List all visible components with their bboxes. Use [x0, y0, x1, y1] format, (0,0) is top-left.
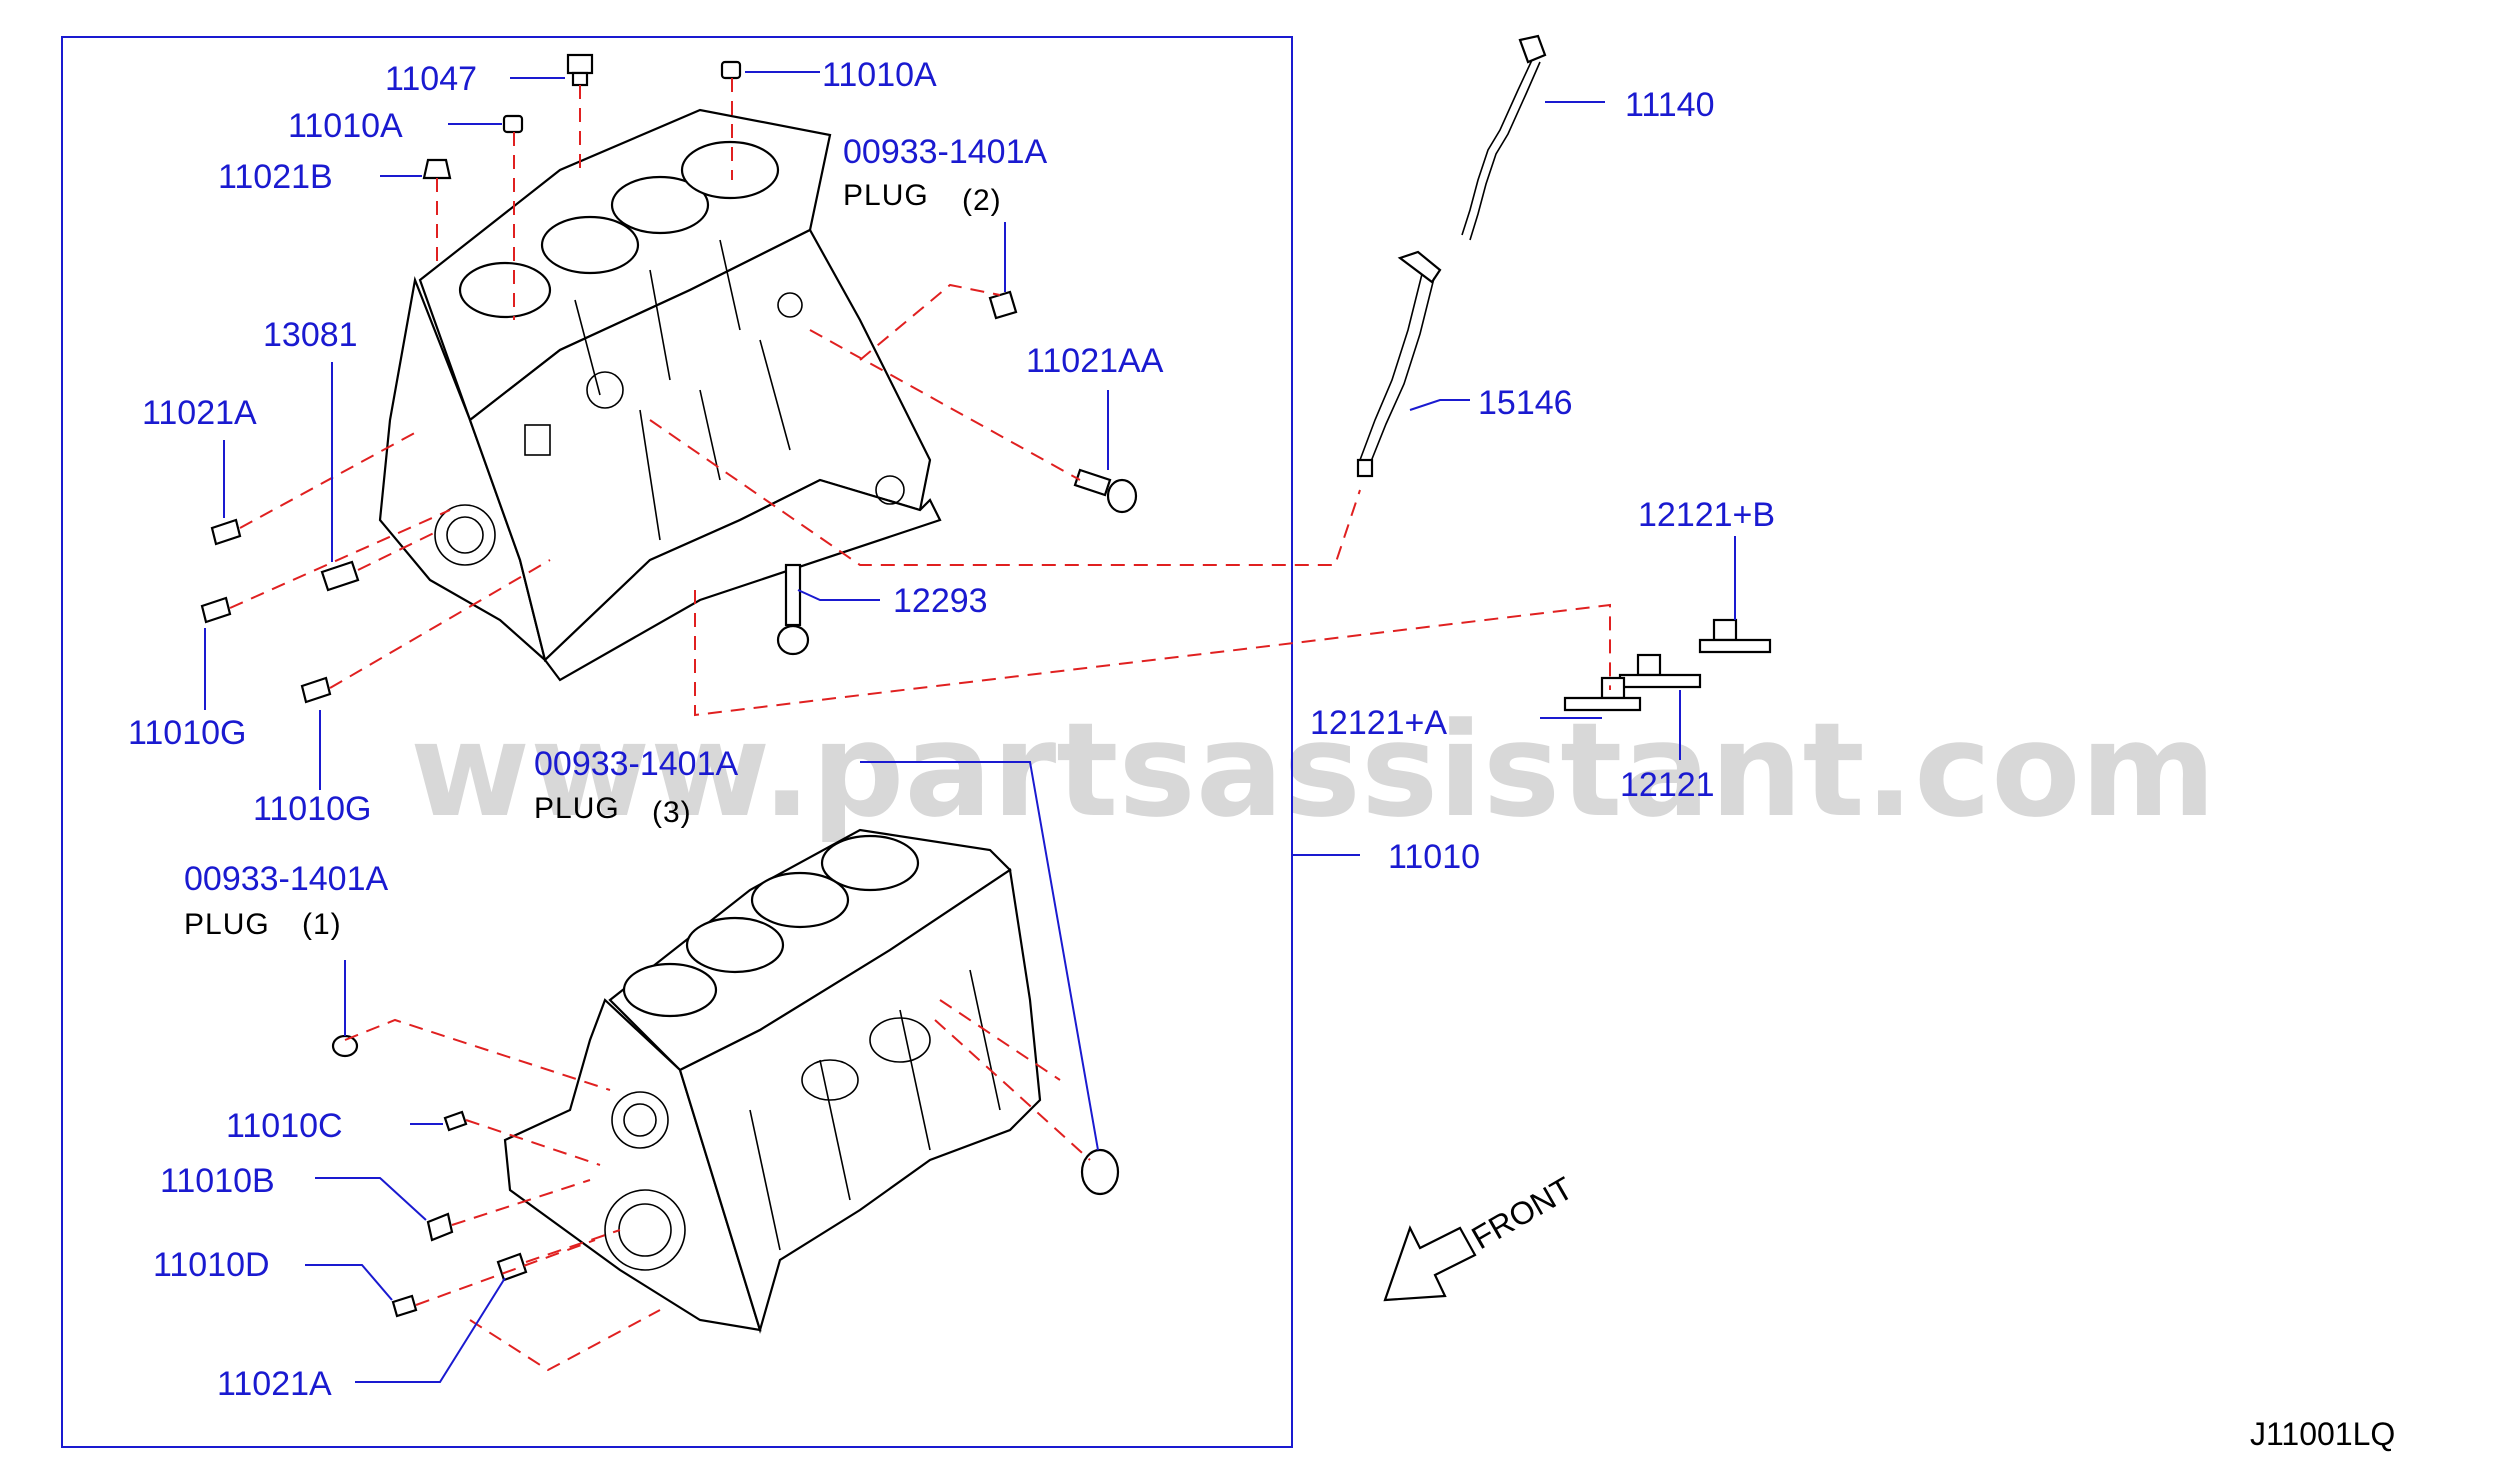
dipstick-guide-15146[interactable] — [1356, 250, 1442, 478]
label-plug3-text: PLUG — [534, 792, 620, 825]
front-arrow-icon — [1383, 1225, 1477, 1302]
leader-lines — [204, 71, 1736, 1383]
label-11140[interactable]: 11140 — [1625, 86, 1715, 124]
label-00933-plug2[interactable]: 00933-1401A — [843, 133, 1048, 171]
plug-11021A-lower[interactable] — [496, 1252, 528, 1282]
label-11021A-lower[interactable]: 11021A — [217, 1365, 332, 1403]
dipstick-11140[interactable] — [1461, 34, 1547, 241]
label-11010A-top[interactable]: 11010A — [822, 56, 937, 94]
bolt-12293[interactable] — [776, 563, 810, 656]
upper-cylinder-block[interactable] — [378, 108, 942, 682]
plug-3[interactable] — [1080, 1148, 1120, 1196]
part-labels: 11047 11010A 11010A 11021B 00933-1401A P… — [128, 56, 1775, 1403]
label-11047[interactable]: 11047 — [385, 60, 477, 98]
label-plug1-qty: (1) — [302, 908, 342, 941]
plug-11010G-b[interactable] — [300, 676, 332, 704]
label-11021AA[interactable]: 11021AA — [1026, 342, 1164, 380]
label-12121A[interactable]: 12121+A — [1310, 704, 1447, 742]
plug-11021A-upper[interactable] — [210, 518, 242, 546]
label-11010[interactable]: 11010 — [1388, 838, 1480, 876]
label-11010D[interactable]: 11010D — [153, 1246, 270, 1284]
plug-11010A-mid[interactable] — [502, 114, 524, 134]
oil-jet-12121[interactable] — [1618, 653, 1702, 689]
plug-11010G-a[interactable] — [200, 596, 232, 624]
plug-11010D[interactable] — [391, 1294, 418, 1318]
label-13081[interactable]: 13081 — [263, 316, 358, 354]
label-12121B[interactable]: 12121+B — [1638, 496, 1775, 534]
oil-jet-12121A[interactable] — [1563, 676, 1642, 712]
front-label: FRONT — [1466, 1170, 1579, 1256]
oil-jet-12121B[interactable] — [1698, 618, 1772, 654]
plug-2[interactable] — [988, 290, 1018, 320]
label-00933-plug3[interactable]: 00933-1401A — [534, 745, 739, 783]
lower-cylinder-block[interactable] — [503, 828, 1042, 1334]
label-plug3-qty: (3) — [652, 796, 692, 829]
label-11021A-upper[interactable]: 11021A — [142, 394, 257, 432]
label-11010G-b[interactable]: 11010G — [253, 790, 371, 828]
front-direction-indicator: FRONT — [1383, 1170, 1579, 1302]
bolt-11021AA[interactable] — [1073, 468, 1138, 514]
assembly-frame — [61, 36, 1293, 1448]
label-12121[interactable]: 12121 — [1620, 766, 1715, 804]
label-plug2-text: PLUG — [843, 179, 929, 212]
label-11021B[interactable]: 11021B — [218, 158, 333, 196]
plug-11010B[interactable] — [426, 1212, 454, 1242]
assembly-guide-lines — [229, 78, 1611, 1372]
plug-11010C[interactable] — [443, 1110, 468, 1132]
plug-11021B[interactable] — [422, 158, 452, 180]
label-11010B[interactable]: 11010B — [160, 1162, 275, 1200]
label-11010G-a[interactable]: 11010G — [128, 714, 246, 752]
label-12293[interactable]: 12293 — [893, 582, 988, 620]
dowel-13081[interactable] — [320, 560, 360, 592]
label-11010A-mid[interactable]: 11010A — [288, 107, 403, 145]
diagram-code: J11001LQ — [2250, 1416, 2395, 1452]
label-plug2-qty: (2) — [962, 184, 1002, 217]
label-plug1-text: PLUG — [184, 908, 270, 941]
label-11010C[interactable]: 11010C — [226, 1107, 343, 1145]
label-00933-plug1[interactable]: 00933-1401A — [184, 860, 389, 898]
label-15146[interactable]: 15146 — [1478, 384, 1573, 422]
bolt-11047[interactable] — [566, 53, 594, 87]
plug-11010A-top[interactable] — [720, 60, 742, 80]
watermark: www.partsassistant.com — [410, 694, 2216, 846]
